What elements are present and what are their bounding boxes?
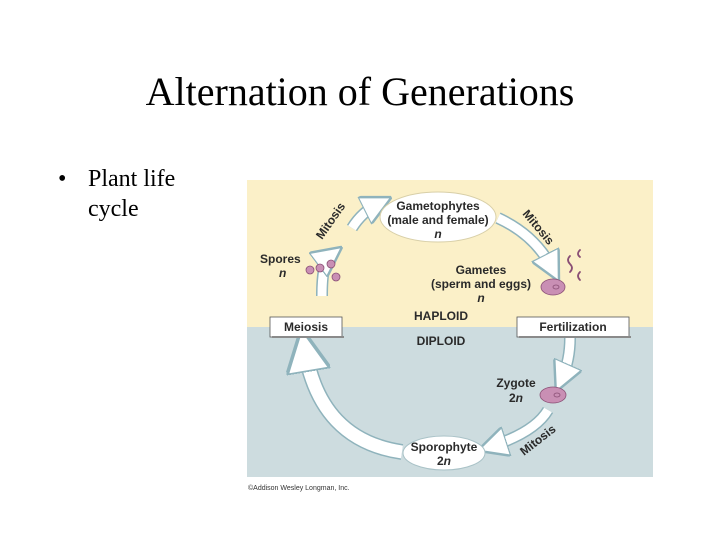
meiosis-label: Meiosis <box>284 320 328 334</box>
bullet-symbol: • <box>58 166 67 192</box>
zygote-label: Zygote <box>496 376 536 390</box>
bullet-line-1: Plant life <box>88 166 176 192</box>
sporophyte-label: Sporophyte <box>411 440 478 454</box>
gametophytes-ploidy: n <box>434 227 441 241</box>
copyright-text: ©Addison Wesley Longman, Inc. <box>248 484 350 492</box>
svg-text:DIPLOID: DIPLOID <box>417 334 466 348</box>
svg-text:(male and female): (male and female) <box>387 213 488 227</box>
svg-text:HAPLOID: HAPLOID <box>414 309 468 323</box>
svg-text:Spores: Spores <box>260 252 301 266</box>
spores-label: Spores <box>260 252 301 266</box>
gametes-ploidy: n <box>477 291 484 305</box>
sperm-cells <box>567 249 581 281</box>
svg-text:(sperm and eggs): (sperm and eggs) <box>431 277 531 291</box>
svg-text:Zygote: Zygote <box>496 376 536 390</box>
gametophytes-node <box>379 191 497 243</box>
zygote-ploidy: 2n <box>509 391 523 405</box>
sporophyte-ploidy: 2n <box>437 454 451 468</box>
svg-text:Meiosis: Meiosis <box>284 320 328 334</box>
svg-text:Gametes: Gametes <box>456 263 507 277</box>
sperm-cell <box>577 249 581 258</box>
spore-cells <box>305 259 341 282</box>
cycle-arrows <box>305 204 570 460</box>
haploid-label: HAPLOID <box>414 309 468 323</box>
slide-title: Alternation of Generations <box>145 69 575 114</box>
svg-text:n: n <box>477 291 484 305</box>
gametophytes-sublabel: (male and female) <box>387 213 488 227</box>
gametes-label: Gametes <box>456 263 507 277</box>
spore-cell <box>305 265 315 275</box>
zygote-cell <box>539 386 567 404</box>
svg-text:Sporophyte: Sporophyte <box>411 440 478 454</box>
gametes-sublabel: (sperm and eggs) <box>431 277 531 291</box>
bullet-text: Plant life cycle <box>88 164 208 224</box>
svg-text:Fertilization: Fertilization <box>539 320 606 334</box>
sporophyte-node <box>402 435 486 471</box>
diploid-label: DIPLOID <box>417 334 466 348</box>
spore-cell <box>315 263 325 273</box>
svg-text:n: n <box>434 227 441 241</box>
spore-cell <box>326 259 336 269</box>
gametophytes-label: Gametophytes <box>396 199 480 213</box>
fertilization-label: Fertilization <box>539 320 606 334</box>
svg-text:©Addison Wesley Longman, Inc.: ©Addison Wesley Longman, Inc. <box>248 484 350 492</box>
bullet-line-2: cycle <box>88 196 139 222</box>
sperm-cell <box>567 255 573 273</box>
svg-text:Gametophytes: Gametophytes <box>396 199 480 213</box>
sperm-cell <box>577 271 581 281</box>
spores-ploidy: n <box>279 266 286 280</box>
spore-cell <box>331 272 341 282</box>
svg-text:n: n <box>279 266 286 280</box>
